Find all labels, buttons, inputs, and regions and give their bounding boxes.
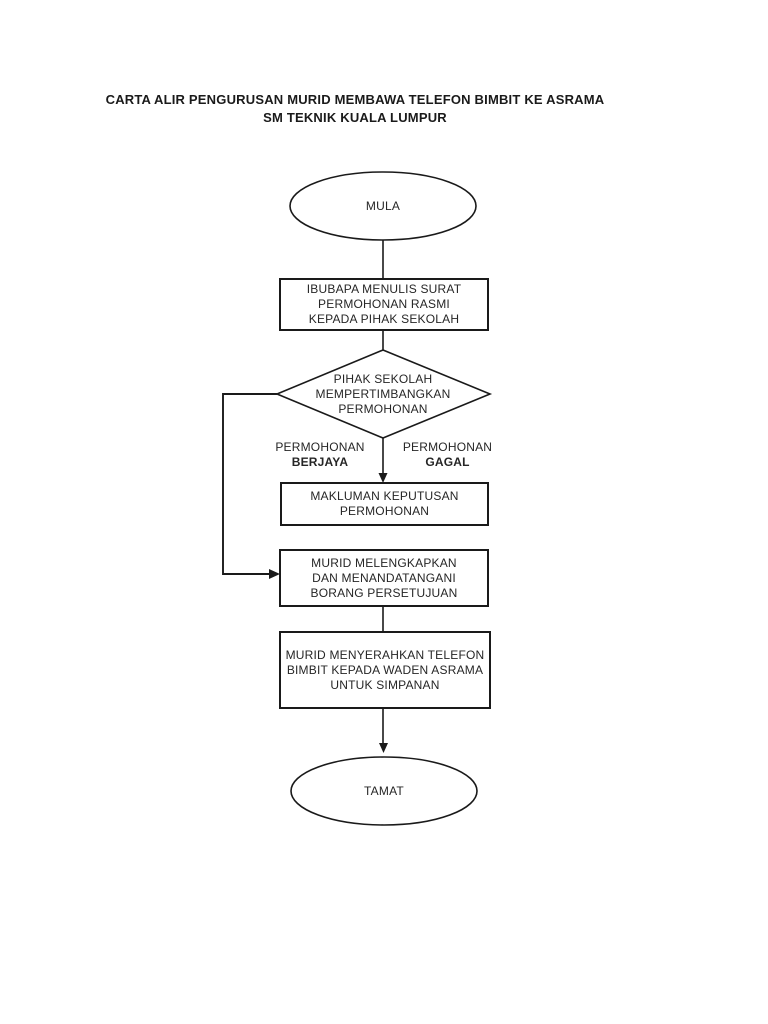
step1-node-text: IBUBAPA MENULIS SURAT PERMOHONAN RASMI K… — [306, 282, 462, 326]
arrowhead-branch-step3 — [269, 569, 280, 579]
step3-node-label: MURID MELENGKAPKAN DAN MENANDATANGANI BO… — [280, 550, 488, 606]
step3-node-text: MURID MELENGKAPKAN DAN MENANDATANGANI BO… — [310, 555, 458, 600]
decision-node-text: PIHAK SEKOLAH MEMPERTIMBANGKAN PERMOHONA… — [315, 371, 451, 416]
branch-berjaya-line1: PERMOHONAN — [275, 440, 365, 454]
end-node-shape — [290, 756, 478, 826]
step3-node-shape — [279, 549, 489, 607]
end-node-label: TAMAT — [291, 757, 477, 825]
step2-node-label: MAKLUMAN KEPUTUSAN PERMOHONAN — [281, 483, 488, 525]
step2-node-text: MAKLUMAN KEPUTUSAN PERMOHONAN — [310, 489, 459, 518]
page-title-line2: SM TEKNIK KUALA LUMPUR — [263, 110, 447, 125]
page-title: CARTA ALIR PENGURUSAN MURID MEMBAWA TELE… — [55, 91, 655, 127]
branch-label-berjaya: PERMOHONAN BERJAYA — [260, 440, 380, 470]
arrowhead-step4-end — [379, 743, 388, 753]
decision-node-label: PIHAK SEKOLAH MEMPERTIMBANGKAN PERMOHONA… — [283, 350, 483, 438]
page-title-line1: CARTA ALIR PENGURUSAN MURID MEMBAWA TELE… — [105, 92, 605, 107]
step4-node-label: MURID MENYERAHKAN TELEFON BIMBIT KEPADA … — [280, 632, 490, 708]
branch-berjaya-line2: BERJAYA — [291, 455, 349, 469]
step4-node-shape — [279, 631, 491, 709]
branch-gagal-line1: PERMOHONAN — [402, 440, 493, 454]
step2-node-shape — [280, 482, 489, 526]
start-node-label: MULA — [290, 172, 476, 240]
start-node-text: MULA — [365, 198, 401, 213]
arrowhead-decision-step2 — [378, 473, 388, 483]
step1-node-shape — [279, 278, 489, 331]
step4-node-text: MURID MENYERAHKAN TELEFON BIMBIT KEPADA … — [285, 647, 485, 692]
end-node-text: TAMAT — [364, 783, 404, 798]
branch-label-gagal: PERMOHONAN GAGAL — [390, 440, 505, 470]
branch-gagal-line2: GAGAL — [425, 455, 470, 469]
connector-branch-berjaya — [222, 393, 277, 575]
step1-node-label: IBUBAPA MENULIS SURAT PERMOHONAN RASMI K… — [280, 279, 488, 330]
